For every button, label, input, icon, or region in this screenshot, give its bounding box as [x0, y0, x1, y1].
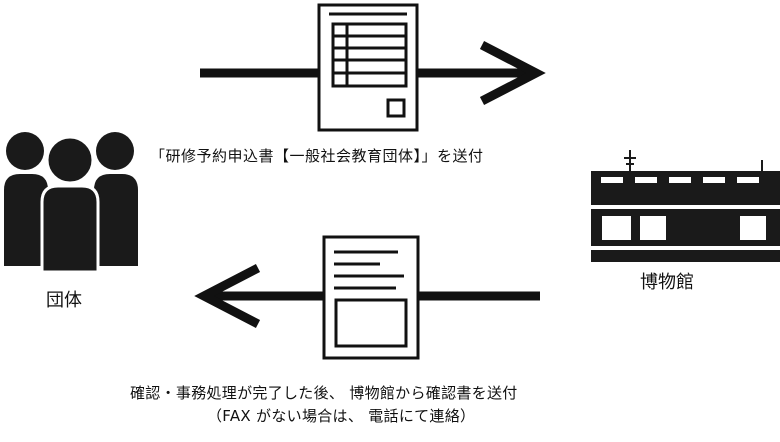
confirmation-document-icon [322, 235, 420, 360]
return-confirmation-label: 確認・事務処理が完了した後、 博物館から確認書を送付 [130, 384, 518, 402]
group-label: 団体 [46, 290, 82, 311]
people-group-icon [4, 132, 138, 274]
museum-label: 博物館 [640, 272, 694, 293]
museum-building-icon [591, 150, 780, 262]
application-form-document-icon [317, 3, 419, 132]
send-application-label: 「研修予約申込書【一般社会教育団体】」を送付 [150, 147, 484, 165]
return-note-label: （FAX がない場合は、 電話にて連絡） [207, 407, 476, 425]
